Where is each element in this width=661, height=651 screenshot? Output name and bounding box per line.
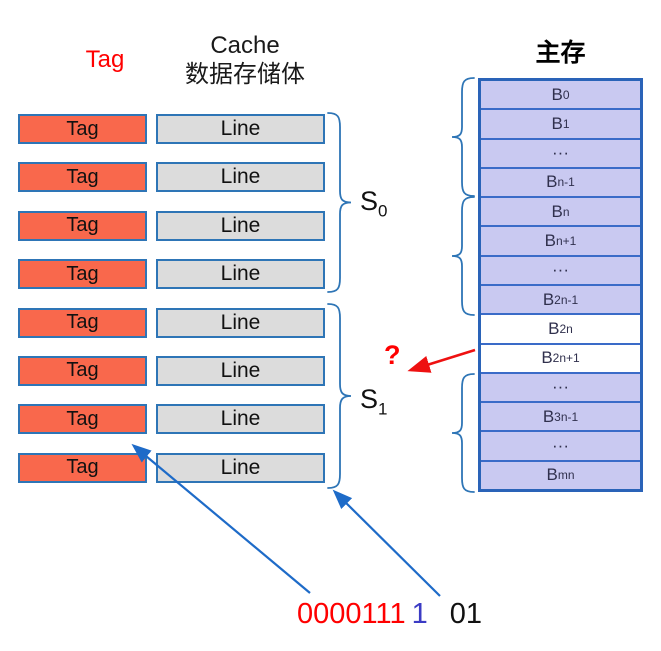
- memory-block-label: B: [542, 289, 555, 309]
- memory-block: ···: [481, 139, 640, 169]
- memory-block: ···: [481, 373, 640, 404]
- memory-block-label: B: [551, 84, 563, 104]
- cache-title-line2: 数据存储体: [185, 61, 305, 88]
- cache-row: Tag Line: [18, 355, 325, 386]
- memory-block-label: ···: [552, 436, 569, 456]
- memory-block-label: ···: [552, 143, 569, 163]
- brace-memory-group3: [451, 373, 475, 493]
- memory-block: ···: [481, 256, 640, 286]
- arrow-block-to-question: [407, 348, 476, 373]
- cache-line-box: Line: [156, 452, 325, 483]
- memory-block-label: B: [551, 113, 563, 133]
- cache-line-box: Line: [156, 114, 325, 144]
- cache-tag-box: Tag: [18, 162, 147, 193]
- cache-row: Tag Line: [18, 162, 325, 193]
- memory-block-label: B: [546, 172, 558, 192]
- cache-title-line1: Cache: [210, 32, 280, 59]
- set0-base: S: [360, 186, 379, 216]
- cache-tag-box: Tag: [18, 404, 147, 435]
- cache-row: Tag Line: [18, 307, 325, 338]
- set-label-s0: S0: [360, 186, 387, 221]
- tag-column-header: Tag: [85, 46, 125, 73]
- cache-row: Tag Line: [18, 114, 325, 144]
- address-set-field: 1: [411, 598, 428, 630]
- cache-row: Tag Line: [18, 404, 325, 435]
- arrow-setbit-to-set1: [332, 489, 441, 597]
- brace-set-s1: [327, 303, 352, 489]
- cache-line-box: Line: [156, 355, 325, 386]
- brace-memory-group2: [451, 196, 475, 316]
- set0-subscript: 0: [378, 201, 388, 221]
- cache-tag-box: Tag: [18, 210, 147, 241]
- cache-row: Tag Line: [18, 210, 325, 241]
- memory-block-label: ···: [552, 260, 569, 280]
- address-tag-field: 0000111: [297, 598, 406, 630]
- cache-row: Tag Line: [18, 452, 325, 483]
- brace-memory-group1: [451, 77, 475, 197]
- main-memory-title: 主存: [535, 39, 586, 67]
- cache-line-box: Line: [156, 404, 325, 435]
- cache-tag-box: Tag: [18, 307, 147, 338]
- address-word-field: 01: [449, 598, 483, 630]
- memory-block-label: B: [541, 348, 553, 368]
- cache-title: Cache 数据存储体: [150, 31, 340, 89]
- memory-block-label: B: [551, 201, 563, 221]
- set-label-s1: S1: [360, 384, 387, 419]
- question-mark: ?: [384, 340, 401, 370]
- cache-tag-box: Tag: [18, 355, 147, 386]
- cache-tag-box: Tag: [18, 259, 147, 290]
- memory-block-label: B: [546, 465, 558, 485]
- memory-block-label: B: [544, 231, 556, 251]
- cache-row: Tag Line: [18, 259, 325, 290]
- set1-base: S: [360, 384, 379, 414]
- set1-subscript: 1: [378, 399, 388, 419]
- cache-line-box: Line: [156, 307, 325, 338]
- memory-block-label: B: [542, 406, 555, 426]
- memory-block: ···: [481, 432, 640, 462]
- brace-set-s0: [327, 112, 352, 293]
- memory-block-label: B: [548, 318, 560, 338]
- cache-tag-box: Tag: [18, 452, 147, 483]
- cache-line-box: Line: [156, 162, 325, 193]
- cache-tag-box: Tag: [18, 114, 147, 144]
- cache-line-box: Line: [156, 259, 325, 290]
- memory-block-label: ···: [552, 377, 569, 397]
- cache-line-box: Line: [156, 210, 325, 241]
